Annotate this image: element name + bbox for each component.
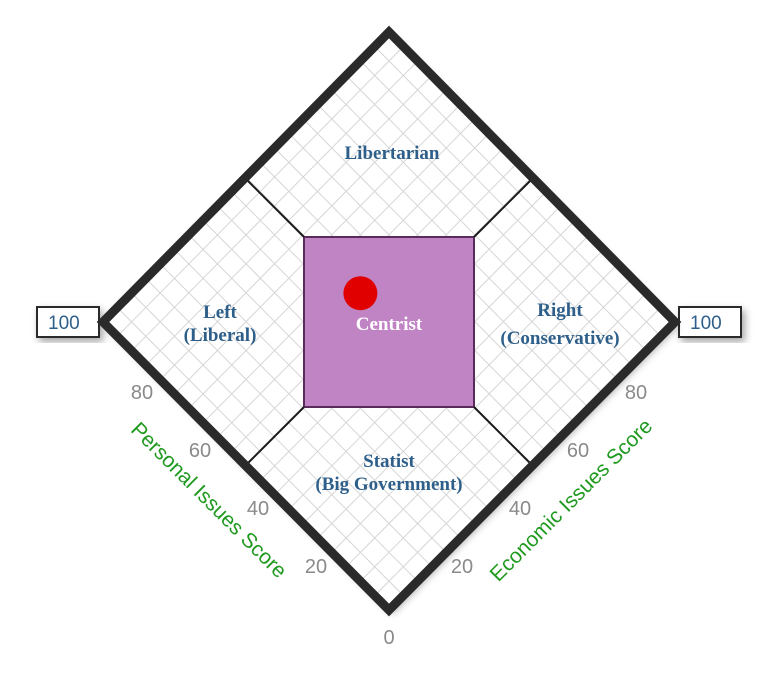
- left-label: Left: [203, 302, 237, 323]
- right-label: Right: [537, 300, 583, 321]
- statist-label: Statist: [363, 451, 415, 472]
- region-dividers: [246, 179, 532, 465]
- economic-max-box: [678, 306, 742, 338]
- personal-tick-80: 80: [131, 382, 153, 404]
- right-sublabel: (Conservative): [500, 328, 619, 349]
- economic-tick-40: 40: [509, 498, 531, 520]
- economic-max-score: 100: [690, 313, 722, 334]
- origin-tick: 0: [383, 627, 394, 649]
- grid-line: [116, 46, 404, 337]
- grid-line: [145, 75, 433, 366]
- statist-sublabel: (Big Government): [315, 474, 462, 495]
- economic-tick-80: 80: [625, 382, 647, 404]
- personal-tick-20: 20: [305, 556, 327, 578]
- libertarian-label: Libertarian: [345, 143, 440, 164]
- economic-tick-60: 60: [567, 440, 589, 462]
- personal-tick-40: 40: [247, 498, 269, 520]
- grid-line: [131, 60, 418, 352]
- result-marker: [343, 276, 378, 311]
- diamond-outline: [96, 25, 682, 617]
- economic-tick-20: 20: [451, 556, 473, 578]
- personal-max-box: [36, 306, 100, 338]
- centrist-label: Centrist: [356, 314, 423, 335]
- grid-line: [345, 75, 633, 366]
- grid-line: [374, 46, 662, 337]
- grid-line: [360, 60, 647, 352]
- personal-max-score: 100: [48, 313, 80, 334]
- personal-tick-60: 60: [189, 440, 211, 462]
- left-sublabel: (Liberal): [184, 325, 257, 346]
- centrist-region: [303, 236, 475, 408]
